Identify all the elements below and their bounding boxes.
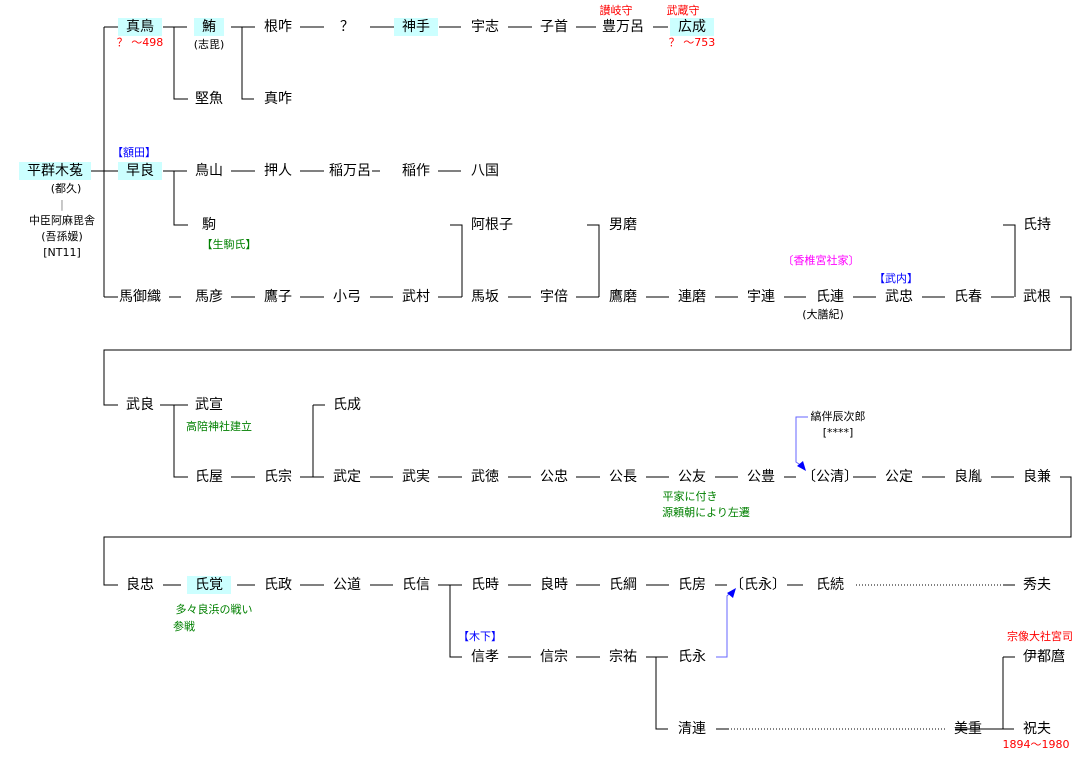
norio-dates: 1894～1980 xyxy=(1002,738,1070,751)
kinoshita-branch-label: 【木下】 xyxy=(458,630,502,643)
person: 鷹子 xyxy=(264,289,292,305)
person: 氏綱 xyxy=(609,577,637,593)
person: 小弓 xyxy=(333,289,361,305)
person-unknown: ？ xyxy=(340,19,354,35)
person: 宇倍 xyxy=(540,289,568,305)
person-takeyoshi: 武良 xyxy=(126,397,154,413)
spouse-separator: | xyxy=(60,198,64,211)
ujisato-note-2: 参戦 xyxy=(173,620,195,633)
person-oshihito: 押人 xyxy=(264,163,292,179)
person-adopted: 〔氏永〕 xyxy=(730,577,786,593)
ujisato-note-1: 多々良浜の戦い xyxy=(175,603,253,616)
person: 氏春 xyxy=(954,289,982,305)
person: 武徳 xyxy=(471,469,499,485)
koma-branch-label: 【生駒氏】 xyxy=(201,238,257,251)
person: 宇連 xyxy=(747,289,775,305)
person-adopted: 〔公清〕 xyxy=(802,469,858,485)
person: 武村 xyxy=(402,289,430,305)
person-masaku: 真咋 xyxy=(264,91,292,107)
kimitomo-note-1: 平家に付き xyxy=(662,490,718,503)
sawara-branch-label: 【額田】 xyxy=(112,146,156,159)
person: 公豊 xyxy=(747,469,775,485)
kimitomo-note-2: 源頼朝により左遷 xyxy=(662,506,750,519)
person: 氏時 xyxy=(471,577,499,593)
person-yoshishige: 美重 xyxy=(954,721,982,737)
root-ref: [NT11] xyxy=(43,246,81,259)
person-nobutaka: 信孝 xyxy=(471,649,499,665)
person-mashima: 真鳥 xyxy=(118,18,162,36)
person-omaro: 男磨 xyxy=(609,217,637,233)
person-ujimochi: 氏持 xyxy=(1023,217,1051,233)
person-nesaku: 根咋 xyxy=(264,19,292,35)
person-ujinari: 氏成 xyxy=(333,397,361,413)
person: 連磨 xyxy=(678,289,706,305)
person-tsuku-root: 平群木菟 xyxy=(19,162,91,180)
person: 武忠 xyxy=(885,289,913,305)
person: 氏宗 xyxy=(264,469,292,485)
person-kiyotsura: 清連 xyxy=(678,721,706,737)
person: 氏政 xyxy=(264,577,292,593)
root-alias: (都久) xyxy=(50,182,82,195)
person: 氏屋 xyxy=(195,469,223,485)
person-takenori: 武宣 xyxy=(195,397,223,413)
person-munesuke: 宗祐 xyxy=(609,649,637,665)
person: 馬彦 xyxy=(195,289,223,305)
hironari-dates: ？ ～753 xyxy=(668,36,716,49)
person: 氏連 xyxy=(816,289,844,305)
person-ushi: 宇志 xyxy=(471,19,499,35)
person-inamaro: 稲万呂 xyxy=(329,163,371,179)
person-shibi: 鮪 xyxy=(194,18,224,36)
person: 公定 xyxy=(885,469,913,485)
shibi-alias: (志毘) xyxy=(193,38,225,51)
takenori-note: 高陪神社建立 xyxy=(186,420,252,433)
person: 秀夫 xyxy=(1023,577,1051,593)
person: 良胤 xyxy=(954,469,982,485)
mashima-dates: ？ ～498 xyxy=(116,36,164,49)
person-toyomaro: 豊万呂 xyxy=(602,19,644,35)
person-inasaku: 稲作 xyxy=(402,163,430,179)
kashii-shrine-label: 〔香椎宮社家〕 xyxy=(782,254,860,267)
person-aneko: 阿根子 xyxy=(471,217,513,233)
person: 良兼 xyxy=(1023,469,1051,485)
person: 馬坂 xyxy=(471,289,499,305)
person: 武定 xyxy=(333,469,361,485)
person: 鷹磨 xyxy=(609,289,637,305)
person-yakuni: 八国 xyxy=(471,163,499,179)
person: 良忠 xyxy=(126,577,154,593)
person: 公忠 xyxy=(540,469,568,485)
person-ujinaga: 氏永 xyxy=(678,649,706,665)
adoptee-name: 縞伴辰次郎 xyxy=(810,410,866,423)
person-kamite: 神手 xyxy=(394,18,438,36)
person: 氏房 xyxy=(678,577,706,593)
person: 氏信 xyxy=(402,577,430,593)
root-spouse: 中臣阿麻毘舎 xyxy=(29,214,95,227)
takeuchi-branch-label: 【武内】 xyxy=(874,272,918,285)
person-toriyama: 鳥山 xyxy=(195,163,223,179)
person: 公道 xyxy=(333,577,361,593)
person: 公友 xyxy=(678,469,706,485)
person-koma: 駒 xyxy=(202,217,216,233)
person: 氏続 xyxy=(816,577,844,593)
person-katsuo: 堅魚 xyxy=(195,91,223,107)
person-itsumaro: 伊都麿 xyxy=(1023,649,1065,665)
toyomaro-office: 讃岐守 xyxy=(599,4,633,17)
person: 公長 xyxy=(609,469,637,485)
adoptee-ref: [****] xyxy=(822,426,854,439)
person-norio: 祝夫 xyxy=(1023,721,1051,737)
person-nobumune: 信宗 xyxy=(540,649,568,665)
person-hironari: 広成 xyxy=(670,18,714,36)
person: 武根 xyxy=(1023,289,1051,305)
person-sawara: 早良 xyxy=(118,162,162,180)
person-highlighted: 氏覚 xyxy=(187,576,231,594)
person: 馬御織 xyxy=(119,289,161,305)
person: 良時 xyxy=(540,577,568,593)
person-kobito: 子首 xyxy=(540,19,568,35)
root-spouse-alias: (吾孫媛) xyxy=(41,230,83,243)
daizenki-alias: (大膳紀) xyxy=(802,308,844,321)
person: 武実 xyxy=(402,469,430,485)
hironari-office: 武蔵守 xyxy=(666,4,700,17)
gushi-office: 宗像大社宮司 xyxy=(1007,630,1073,643)
